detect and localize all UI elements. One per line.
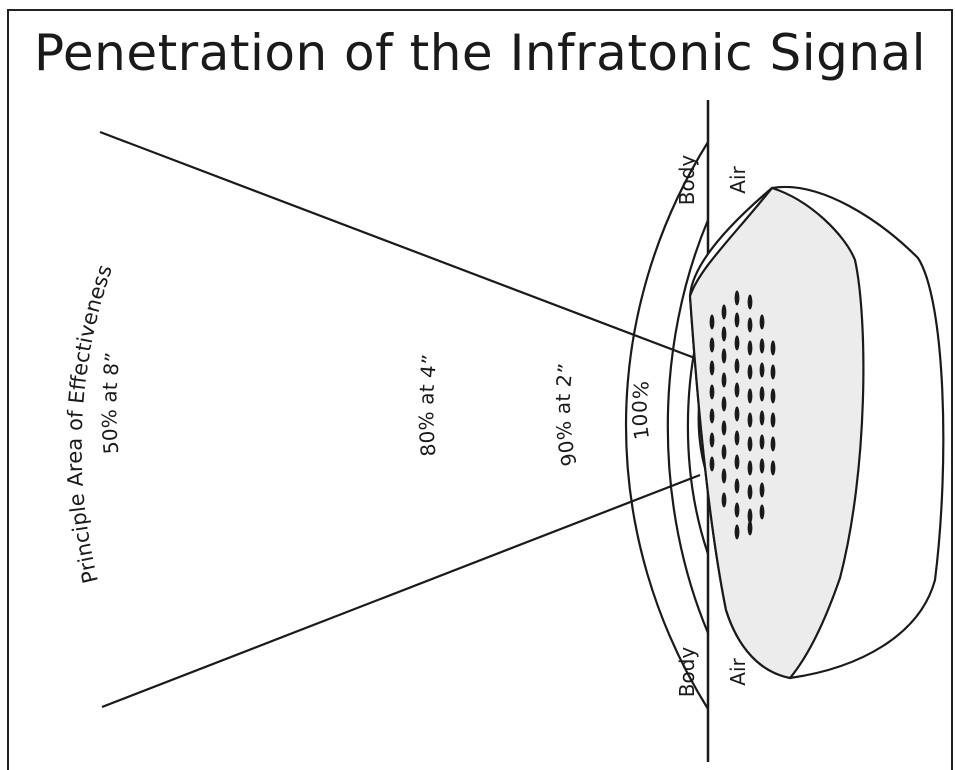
speaker-hole: [734, 478, 740, 494]
speaker-hole: [770, 364, 776, 380]
zone-label-50: 50% at 8”: [97, 351, 125, 455]
zone-arc-50: [624, 141, 709, 710]
speaker-hole: [734, 312, 740, 328]
speaker-hole: [734, 382, 740, 398]
speaker-hole: [721, 326, 727, 342]
infratonic-device: [688, 185, 945, 680]
speaker-hole: [709, 360, 715, 376]
speaker-hole: [747, 364, 753, 380]
speaker-hole: [734, 524, 740, 540]
speaker-hole: [747, 388, 753, 404]
speaker-hole: [759, 482, 765, 498]
diagram-title: Penetration of the Infratonic Signal: [34, 24, 927, 82]
speaker-hole: [770, 436, 776, 452]
speaker-hole: [747, 436, 753, 452]
diagram-frame: [7, 9, 953, 770]
speaker-hole: [759, 338, 765, 354]
speaker-hole: [709, 408, 715, 424]
speaker-hole: [747, 412, 753, 428]
speaker-hole: [721, 396, 727, 412]
speaker-hole: [721, 468, 727, 484]
speaker-hole: [734, 430, 740, 446]
speaker-hole: [759, 386, 765, 402]
speaker-hole: [734, 290, 740, 306]
speaker-hole: [709, 314, 715, 330]
speaker-hole: [709, 456, 715, 472]
speaker-hole: [734, 335, 740, 351]
zone-arc-80: [666, 219, 710, 634]
speaker-hole: [734, 502, 740, 518]
speaker-hole: [721, 348, 727, 364]
device-speaker-holes: [709, 290, 776, 540]
speaker-hole: [747, 294, 753, 310]
speaker-hole: [721, 492, 727, 508]
speaker-hole: [721, 372, 727, 388]
body-label-top: Body: [675, 155, 699, 206]
zone-label-80: 80% at 4”: [414, 353, 442, 457]
speaker-hole: [747, 520, 753, 536]
speaker-hole: [734, 406, 740, 422]
speaker-hole: [759, 362, 765, 378]
speaker-hole: [734, 454, 740, 470]
speaker-hole: [721, 444, 727, 460]
speaker-hole: [734, 358, 740, 374]
body-label-bottom: Body: [675, 647, 699, 698]
speaker-hole: [759, 434, 765, 450]
speaker-hole: [759, 458, 765, 474]
speaker-hole: [770, 460, 776, 476]
speaker-hole: [759, 314, 765, 330]
speaker-hole: [721, 304, 727, 320]
air-label-top: Air: [726, 165, 750, 193]
speaker-hole: [709, 337, 715, 353]
speaker-hole: [747, 340, 753, 356]
effectiveness-line-upper: [99, 130, 701, 362]
speaker-hole: [759, 504, 765, 520]
speaker-hole: [721, 420, 727, 436]
speaker-hole: [709, 384, 715, 400]
speaker-hole: [747, 508, 753, 524]
speaker-hole: [709, 432, 715, 448]
speaker-hole: [770, 388, 776, 404]
air-label-bottom: Air: [726, 657, 750, 685]
effectiveness-line-lower: [101, 473, 701, 709]
speaker-hole: [770, 340, 776, 356]
speaker-hole: [747, 484, 753, 500]
zone-label-90: 90% at 2”: [551, 362, 582, 468]
speaker-hole: [759, 410, 765, 426]
speaker-hole: [770, 412, 776, 428]
speaker-hole: [747, 460, 753, 476]
zone-label-100: 100%: [628, 379, 655, 441]
speaker-hole: [747, 317, 753, 333]
